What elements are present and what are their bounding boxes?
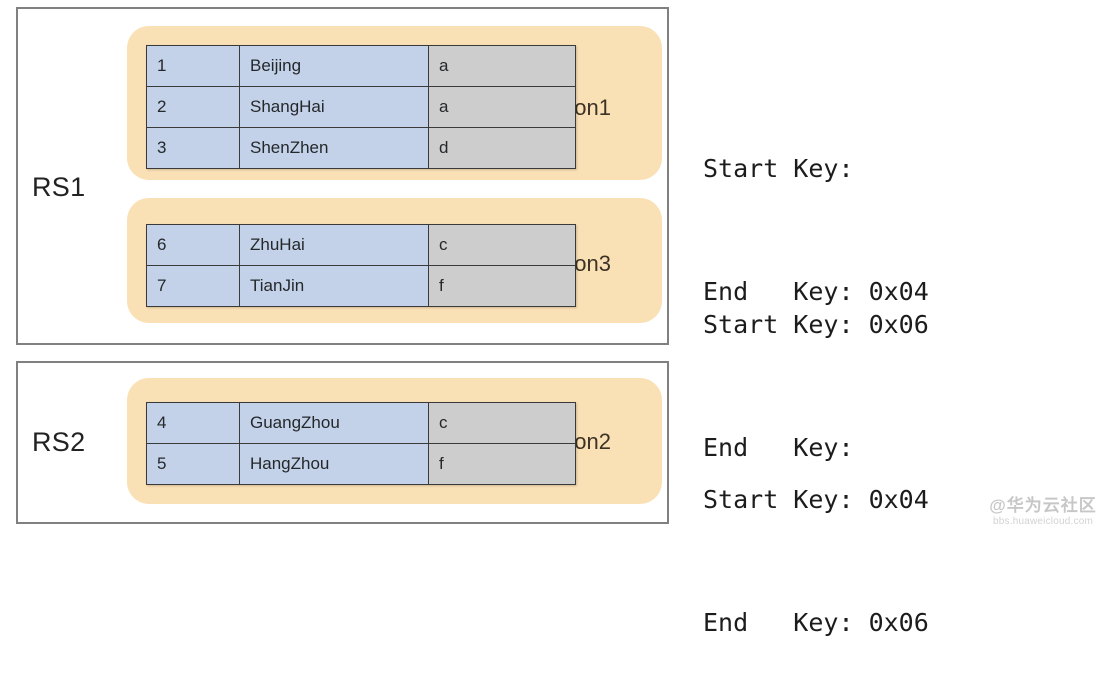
cell-city: HangZhou — [239, 443, 429, 485]
watermark-brand: @华为云社区 — [989, 496, 1097, 515]
end-key-line: End Key: — [703, 433, 854, 462]
start-key-line: Start Key: 0x04 — [703, 485, 929, 514]
key-range-region1: Start Key: End Key: 0x04 — [703, 66, 929, 353]
key-range-region3: Start Key: 0x06 End Key: — [703, 222, 929, 509]
start-key-line: Start Key: 0x06 — [703, 310, 929, 339]
cell-city: ZhuHai — [239, 224, 429, 266]
cell-key: a — [428, 45, 576, 87]
server-label-rs2: RS2 — [32, 427, 86, 457]
cell-key: f — [428, 265, 576, 307]
cell-key: a — [428, 86, 576, 128]
cell-key: f — [428, 443, 576, 485]
cell-key: d — [428, 127, 576, 169]
start-key-line: Start Key: — [703, 154, 854, 183]
region-table-region3: 6 ZhuHai c 7 TianJin f — [146, 224, 576, 307]
table-row: 3 ShenZhen d — [146, 127, 576, 169]
table-row: 5 HangZhou f — [146, 443, 576, 485]
table-row: 1 Beijing a — [146, 45, 576, 87]
cell-key: c — [428, 402, 576, 444]
region-table-region1: 1 Beijing a 2 ShangHai a 3 ShenZhen d — [146, 45, 576, 169]
cell-row-id: 1 — [146, 45, 240, 87]
cell-city: Beijing — [239, 45, 429, 87]
cell-city: TianJin — [239, 265, 429, 307]
cell-city: ShangHai — [239, 86, 429, 128]
end-key-line: End Key: 0x06 — [703, 608, 929, 637]
cell-row-id: 4 — [146, 402, 240, 444]
cell-key: c — [428, 224, 576, 266]
cell-city: GuangZhou — [239, 402, 429, 444]
watermark-url: bbs.huaweicloud.com — [993, 516, 1093, 527]
table-row: 7 TianJin f — [146, 265, 576, 307]
key-range-region2: Start Key: 0x04 End Key: 0x06 — [703, 397, 929, 684]
table-row: 4 GuangZhou c — [146, 402, 576, 444]
cell-city: ShenZhen — [239, 127, 429, 169]
table-row: 6 ZhuHai c — [146, 224, 576, 266]
cell-row-id: 3 — [146, 127, 240, 169]
region-table-region2: 4 GuangZhou c 5 HangZhou f — [146, 402, 576, 485]
cell-row-id: 2 — [146, 86, 240, 128]
watermark: @华为云社区 bbs.huaweicloud.com — [976, 496, 1110, 534]
cell-row-id: 6 — [146, 224, 240, 266]
cell-row-id: 7 — [146, 265, 240, 307]
server-label-rs1: RS1 — [32, 172, 86, 202]
cell-row-id: 5 — [146, 443, 240, 485]
table-row: 2 ShangHai a — [146, 86, 576, 128]
end-key-line: End Key: 0x04 — [703, 277, 929, 306]
